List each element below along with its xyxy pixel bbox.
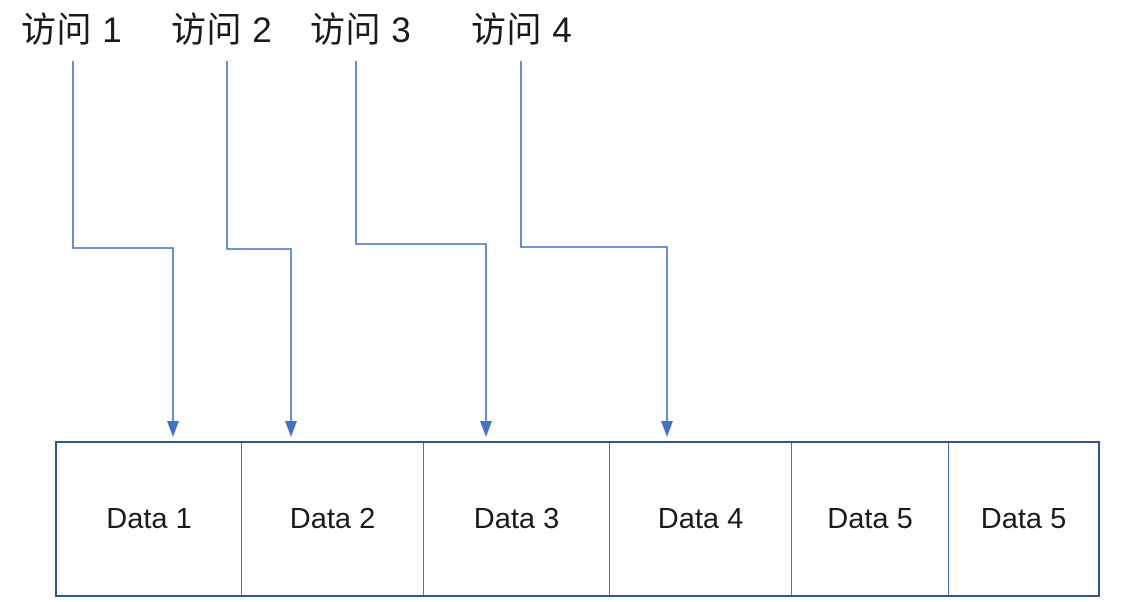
data-cell-6-label: Data 5 (980, 502, 1067, 535)
data-cell-3-label: Data 3 (473, 502, 560, 535)
data-cell-1: Data 1 (57, 443, 242, 595)
data-cell-4: Data 4 (610, 443, 792, 595)
data-cell-4-label: Data 4 (657, 502, 744, 535)
arrowhead-1 (167, 421, 179, 437)
connector-path-3 (355, 61, 487, 422)
data-cell-6: Data 5 (949, 443, 1098, 595)
data-cell-3: Data 3 (424, 443, 610, 595)
data-cell-5: Data 5 (792, 443, 949, 595)
data-cell-2: Data 2 (242, 443, 424, 595)
access-label-2: 访问 2 (171, 11, 273, 50)
data-cell-5-label: Data 5 (827, 502, 913, 535)
arrowhead-2 (285, 421, 297, 437)
access-label-1: 访问 1 (21, 11, 123, 50)
connector-path-4 (520, 61, 668, 422)
data-cell-2-label: Data 2 (289, 502, 376, 535)
connector-path-1 (72, 61, 174, 422)
data-cell-1-label: Data 1 (106, 502, 192, 535)
access-label-4: 访问 4 (471, 11, 573, 50)
arrowhead-3 (480, 421, 492, 437)
connector-path-2 (226, 61, 292, 422)
data-array: Data 1 Data 2 Data 3 Data 4 Data 5 Data … (55, 441, 1100, 597)
arrowhead-4 (661, 421, 673, 437)
access-label-3: 访问 3 (310, 11, 412, 50)
